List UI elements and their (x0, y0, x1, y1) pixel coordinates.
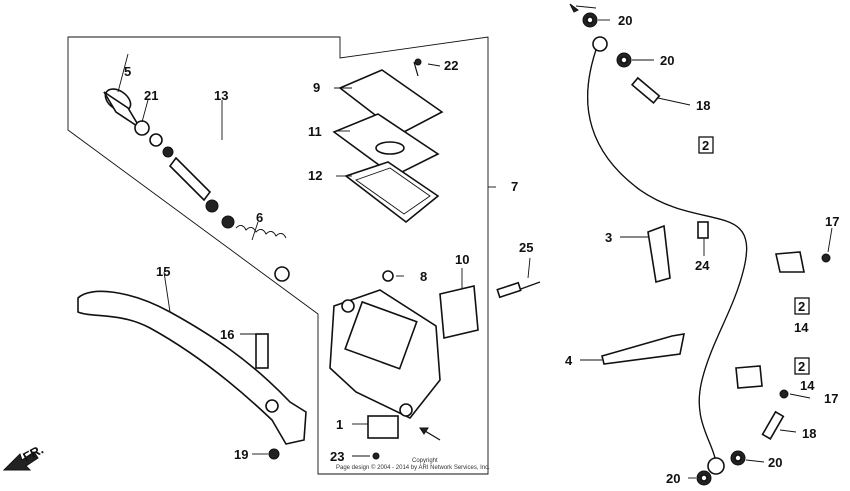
fr-arrow-icon (2, 451, 39, 471)
clamp-14b (735, 365, 763, 389)
pointer-arrow-icon (419, 427, 429, 435)
washer-20d-hole (734, 454, 742, 462)
screw-23 (372, 452, 380, 460)
plate-hole (375, 141, 405, 155)
callout-2c: 2 (798, 359, 805, 374)
brake-hose (587, 36, 748, 475)
clamp-14a (775, 251, 805, 273)
seal (162, 146, 174, 158)
callout-11: 11 (308, 124, 322, 139)
copyright-line1: Copyright (412, 458, 438, 464)
bolt-17b (779, 389, 789, 399)
callout-6: 6 (256, 210, 263, 225)
callout-4: 4 (565, 353, 573, 368)
spring-6 (235, 225, 287, 239)
switch-1 (367, 415, 399, 439)
washer-20a-hole (586, 16, 594, 24)
leader-lines (117, 5, 833, 479)
washer (149, 133, 163, 147)
cup (205, 199, 219, 213)
callout-16: 16 (220, 327, 234, 342)
callout-17b: 17 (824, 391, 838, 406)
callout-18a: 18 (696, 98, 710, 113)
callout-22: 22 (444, 58, 458, 73)
reservoir-cap-parts (332, 58, 444, 224)
callout-21: 21 (144, 88, 158, 103)
bolt-24 (697, 221, 709, 239)
brake-lever (77, 290, 307, 460)
callout-15: 15 (156, 264, 170, 279)
bolt-25 (517, 281, 541, 291)
box-2c (794, 357, 810, 375)
mount-hole (341, 299, 355, 313)
banjo-top (592, 36, 608, 52)
callout-13: 13 (214, 88, 228, 103)
diaphragm-inner (355, 167, 431, 215)
callout-20a: 20 (618, 13, 632, 28)
lever-15 (77, 290, 307, 445)
bolt-18a (630, 76, 661, 104)
callout-5: 5 (124, 64, 131, 79)
bracket-3 (647, 224, 671, 284)
callout-20b: 20 (660, 53, 674, 68)
banjo-bottom (707, 457, 725, 475)
callout-25: 25 (519, 240, 533, 255)
screw-22 (413, 61, 419, 77)
callout-14b: 14 (800, 378, 815, 393)
arrow-icon (569, 3, 579, 13)
bolt-25-shank (496, 281, 522, 299)
washer-20c-hole (700, 474, 708, 482)
callout-10: 10 (455, 252, 469, 267)
callout-1: 1 (336, 417, 343, 432)
callout-3: 3 (605, 230, 612, 245)
callout-17a: 17 (825, 214, 839, 229)
nut-19 (268, 448, 280, 460)
callout-12: 12 (308, 168, 322, 183)
hose-fittings (582, 12, 831, 486)
bolt-17a (821, 253, 831, 263)
callout-20c: 20 (666, 471, 680, 486)
cup-2 (221, 215, 235, 229)
piston-assembly (103, 88, 290, 282)
box-2a (698, 136, 714, 154)
callout-18b: 18 (802, 426, 816, 441)
callout-2a: 2 (702, 138, 709, 153)
circlip-21 (134, 120, 150, 136)
box-2b (794, 297, 810, 315)
reservoir-cavity (344, 300, 418, 370)
washer-20b-hole (620, 56, 628, 64)
end-cap (274, 266, 290, 282)
callout-8: 8 (420, 269, 427, 284)
callout-7: 7 (511, 179, 518, 194)
copyright-line2: Page design © 2004 - 2014 by ARI Network… (336, 464, 490, 471)
diaphragm-12 (344, 161, 440, 224)
front-direction-indicator: FR. (2, 442, 46, 471)
bracket-4 (601, 333, 686, 365)
callout-24: 24 (695, 258, 710, 273)
callout-19: 19 (234, 447, 248, 462)
piston-rod (168, 156, 212, 202)
screw-8 (382, 270, 394, 282)
screw-22-head (414, 58, 422, 66)
pivot-bolt-16 (255, 333, 269, 369)
hose-inner (587, 43, 748, 463)
callout-23: 23 (330, 449, 344, 464)
callout-2b: 2 (798, 299, 805, 314)
callout-labels: 5 21 13 6 9 11 12 22 7 8 10 25 1 23 16 1… (124, 13, 839, 486)
kit-outline (67, 36, 489, 475)
callout-9: 9 (313, 80, 320, 95)
holder-10 (439, 285, 479, 339)
lever-pivot (265, 399, 279, 413)
master-cylinder-body (329, 270, 541, 460)
bolt-18b (761, 410, 785, 440)
callout-14a: 14 (794, 320, 809, 335)
callout-20d: 20 (768, 455, 782, 470)
outlet (399, 403, 413, 417)
